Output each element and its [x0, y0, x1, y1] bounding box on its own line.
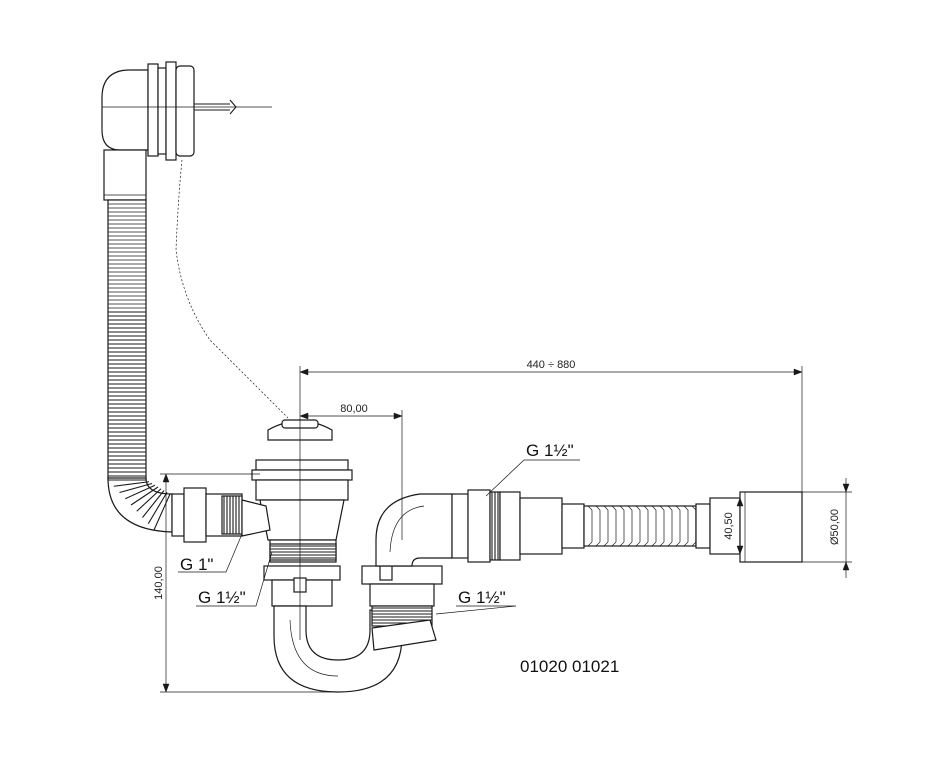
label-elbow-thread: G 1½" [526, 441, 574, 460]
trap-body [263, 539, 341, 607]
label-outlet-thread: G 1½" [458, 588, 506, 607]
dim-outer-diameter: Ø50,00 [829, 509, 841, 545]
label-trap-thread: G 1½" [198, 588, 246, 607]
overflow-head [101, 61, 272, 201]
dim-total-length: 440 ÷ 880 [527, 359, 576, 371]
label-overflow-thread: G 1" [180, 555, 213, 574]
elbow-pipe [375, 493, 453, 567]
leader-lines [178, 459, 580, 615]
plug-chain [175, 159, 289, 419]
product-codes: 01020 01021 [520, 657, 619, 676]
overflow-connector [171, 487, 271, 543]
outlet-assembly [451, 489, 803, 563]
corrugated-overflow-hose [107, 199, 173, 533]
dimension-lines [160, 366, 852, 693]
dim-offset: 80,00 [340, 403, 368, 415]
dim-inner-diameter: 40,50 [723, 512, 735, 540]
dim-height: 140,00 [153, 566, 165, 600]
waste-plug [251, 419, 353, 541]
riser-pipe [361, 565, 443, 651]
